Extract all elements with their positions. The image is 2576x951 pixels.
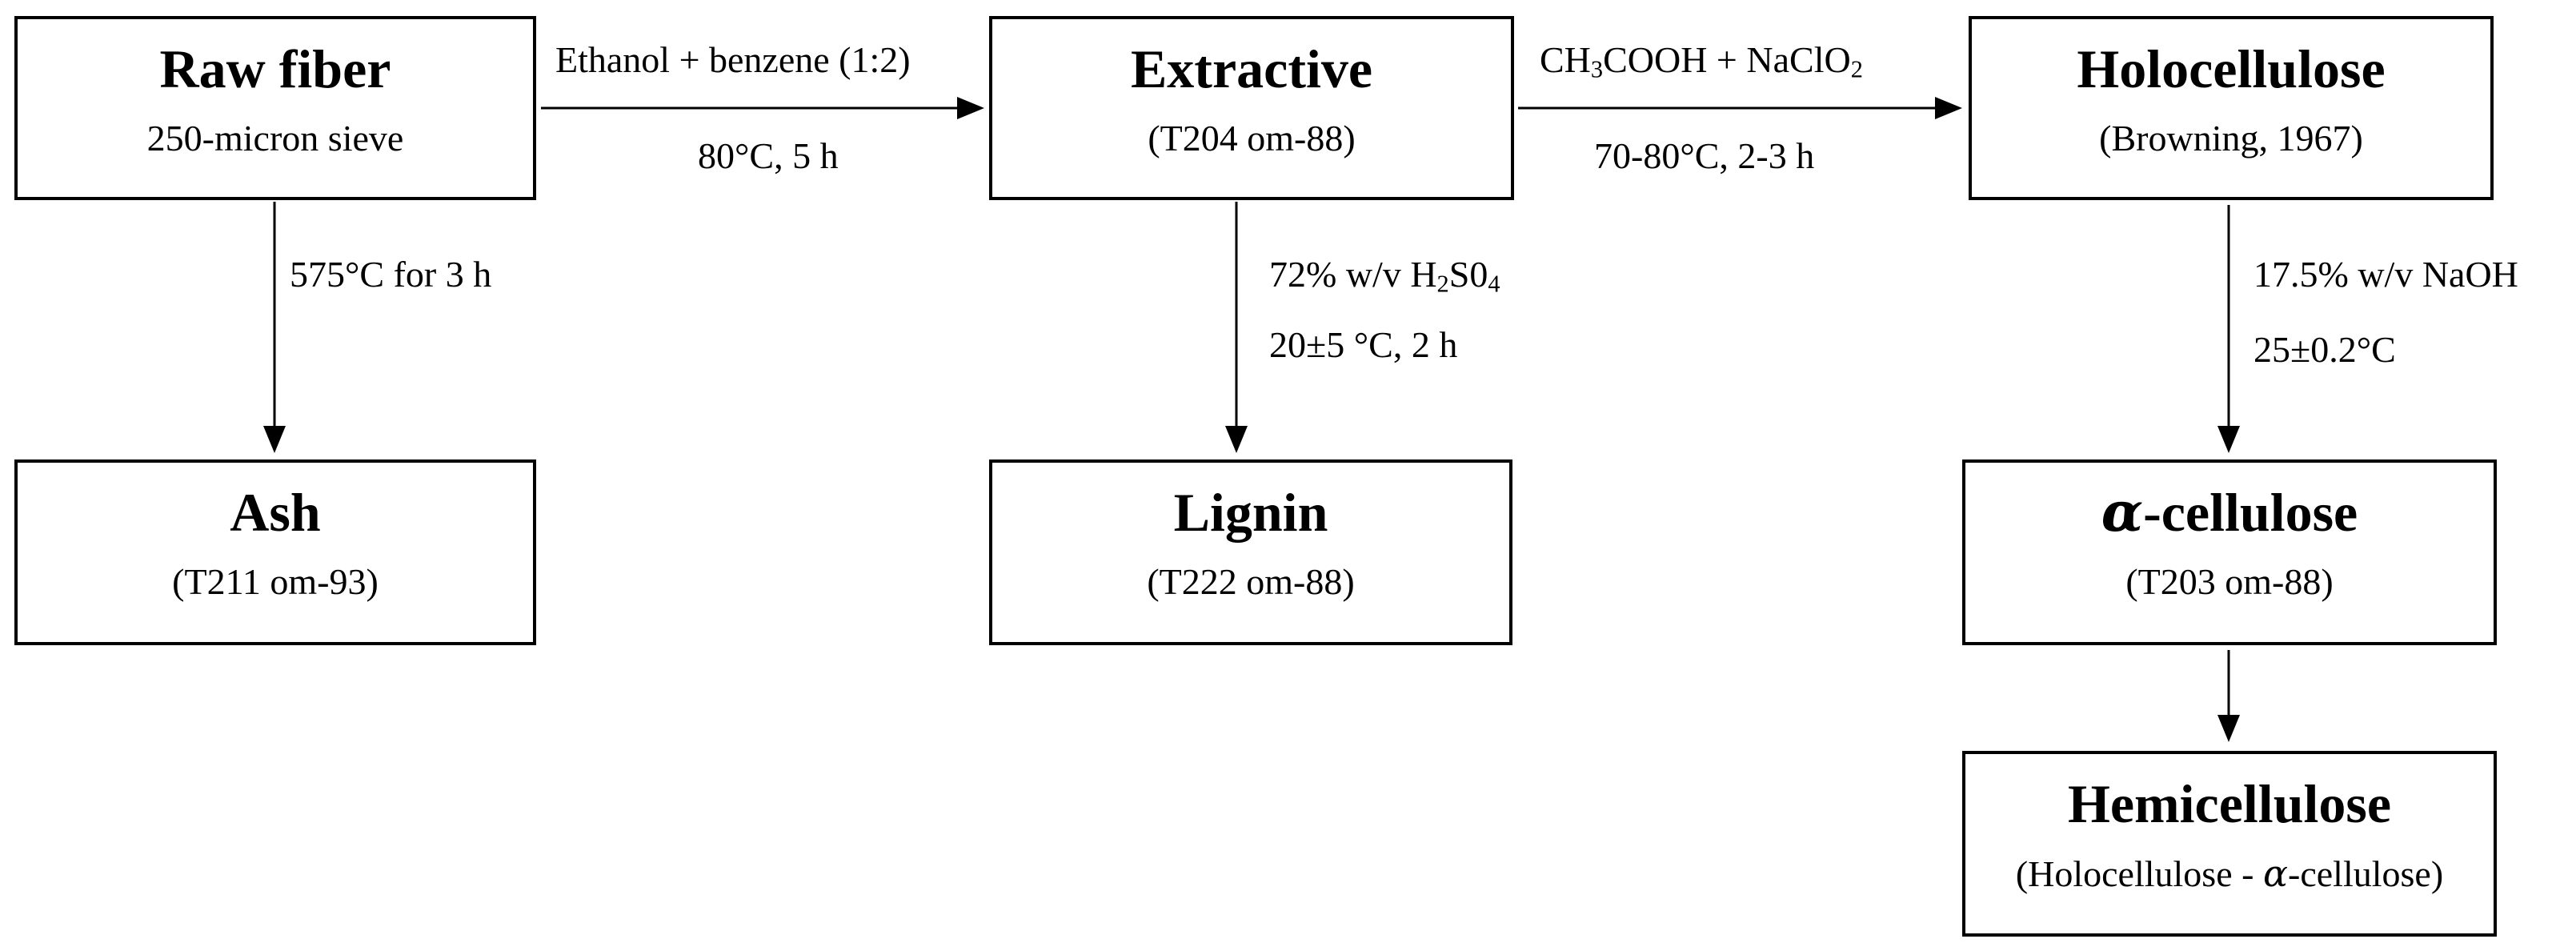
arrowhead-raw-to-ash xyxy=(263,426,286,453)
edge-extractive-to-holo-reagent: CH3COOH + NaClO2 xyxy=(1540,39,1863,82)
node-extractive: Extractive (T204 om-88) xyxy=(989,16,1514,200)
edge-extractive-to-holo-condition: 70-80°C, 2-3 h xyxy=(1594,135,1815,176)
edge-raw-to-ash-condition: 575°C for 3 h xyxy=(290,254,492,295)
edge-extractive-to-lignin-reagent-part1: 72% w/v H xyxy=(1269,254,1437,295)
edge-extractive-to-holo-reagent-part2: COOH + NaClO xyxy=(1603,39,1851,80)
arrowhead-extractive-to-lignin xyxy=(1225,426,1248,453)
node-lignin-subtitle: (T222 om-88) xyxy=(1147,561,1355,602)
node-hemicellulose: Hemicellulose (Holocellulose - α-cellulo… xyxy=(1962,751,2497,937)
arrowhead-raw-to-extractive xyxy=(957,97,984,119)
node-alpha-cellulose-title: α-cellulose xyxy=(1965,485,2494,540)
edge-extractive-to-lignin-reagent-part2: S0 xyxy=(1448,254,1488,295)
node-holocellulose-subtitle: (Browning, 1967) xyxy=(2099,118,2363,158)
node-holocellulose-title: Holocellulose xyxy=(2077,38,2386,99)
alpha-symbol: α xyxy=(2101,480,2144,544)
node-raw-fiber-subtitle: 250-micron sieve xyxy=(146,118,404,158)
node-lignin: Lignin (T222 om-88) xyxy=(989,459,1512,645)
node-extractive-title: Extractive xyxy=(1130,38,1373,99)
edge-raw-to-extractive-reagent: Ethanol + benzene (1:2) xyxy=(555,39,911,80)
edge-extractive-to-lignin-reagent: 72% w/v H2S04 xyxy=(1269,254,1500,296)
node-hemicellulose-subtitle: (Holocellulose - α-cellulose) xyxy=(1965,855,2494,893)
node-raw-fiber-title: Raw fiber xyxy=(159,38,391,99)
node-alpha-cellulose-subtitle: (T203 om-88) xyxy=(2125,561,2334,602)
node-lignin-title: Lignin xyxy=(1173,482,1328,543)
node-ash: Ash (T211 om-93) xyxy=(14,459,536,645)
edge-extractive-to-lignin-reagent-sub2: 4 xyxy=(1488,270,1500,298)
edge-extractive-to-holo-reagent-sub1: 3 xyxy=(1590,55,1604,83)
node-ash-subtitle: (T211 om-93) xyxy=(172,561,379,602)
edge-extractive-to-holo-reagent-part1: CH xyxy=(1540,39,1591,80)
edge-holo-to-alpha-condition: 25±0.2°C xyxy=(2253,329,2396,370)
node-ash-title: Ash xyxy=(230,482,321,543)
edge-extractive-to-holo-reagent-sub2: 2 xyxy=(1850,55,1863,83)
node-alpha-cellulose: α-cellulose (T203 om-88) xyxy=(1962,459,2497,645)
edge-extractive-to-lignin-condition: 20±5 °C, 2 h xyxy=(1269,324,1458,365)
arrowhead-holocellulose-to-alpha-cellulose xyxy=(2217,426,2240,453)
node-raw-fiber: Raw fiber 250-micron sieve xyxy=(14,16,536,200)
node-holocellulose: Holocellulose (Browning, 1967) xyxy=(1969,16,2494,200)
alpha-symbol: α xyxy=(2262,852,2289,895)
node-alpha-cellulose-title-rest: -cellulose xyxy=(2143,482,2358,543)
edge-holo-to-alpha-reagent: 17.5% w/v NaOH xyxy=(2253,254,2518,295)
edge-raw-to-extractive-condition: 80°C, 5 h xyxy=(698,135,839,176)
node-hemicellulose-subtitle-pre: (Holocellulose - xyxy=(2015,853,2263,894)
node-extractive-subtitle: (T204 om-88) xyxy=(1148,118,1356,158)
arrowhead-extractive-to-holocellulose xyxy=(1935,97,1962,119)
arrowhead-alpha-to-hemicellulose xyxy=(2217,715,2240,742)
node-hemicellulose-subtitle-post: -cellulose) xyxy=(2288,853,2444,894)
edge-extractive-to-lignin-reagent-sub1: 2 xyxy=(1436,270,1449,298)
node-hemicellulose-title: Hemicellulose xyxy=(2067,773,2392,834)
